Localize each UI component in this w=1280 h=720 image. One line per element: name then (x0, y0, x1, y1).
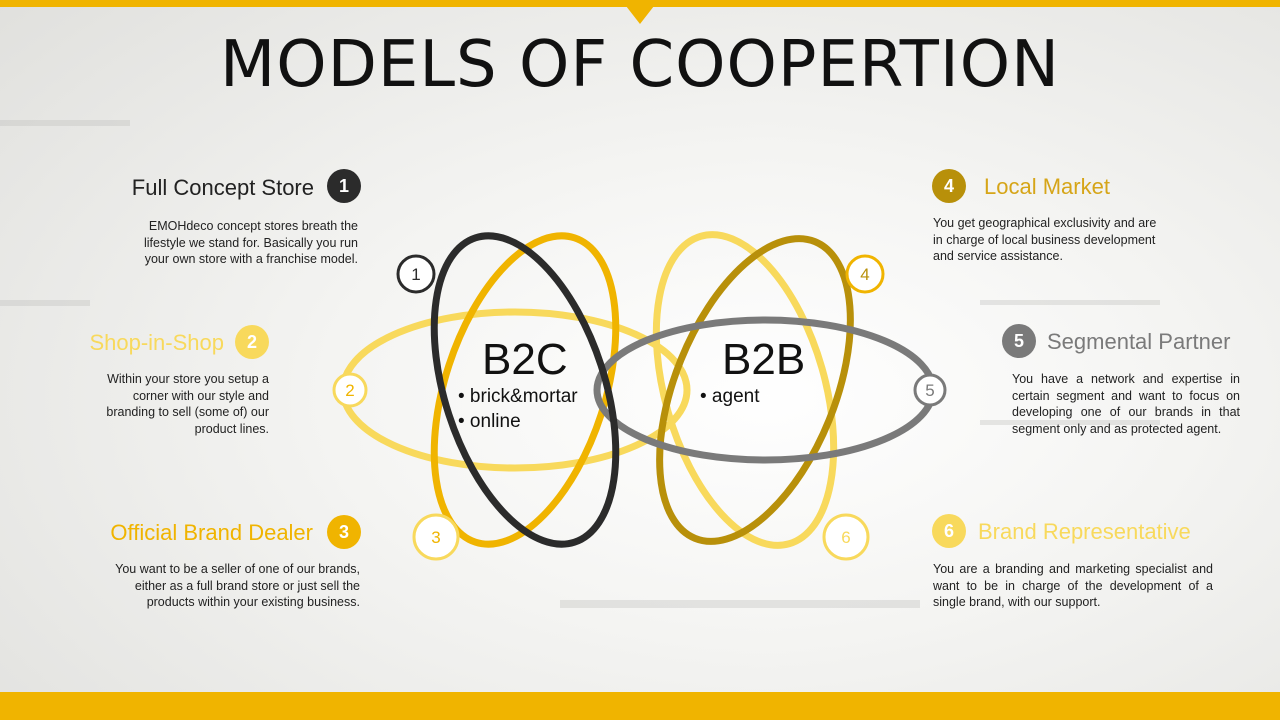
model-heading: Shop-in-Shop (89, 330, 224, 355)
model-number-badge: 4 (932, 169, 966, 203)
b2c-bullet: • online (458, 411, 521, 432)
marker-6-label: 6 (841, 528, 850, 547)
top-notch (626, 6, 654, 24)
b2c-bullet: • brick&mortar (458, 386, 578, 407)
model-heading: Full Concept Store (131, 175, 314, 200)
marker-2 (332, 372, 368, 408)
bottom-accent-bar (0, 692, 1280, 720)
b2b-label-group: B2B • agent (700, 336, 805, 409)
ellipse-3 (430, 232, 620, 548)
model-number-badge: 2 (235, 325, 269, 359)
marker-1 (396, 254, 436, 294)
ellipse-4 (656, 235, 854, 545)
b2c-title: B2C (482, 335, 568, 384)
model-heading: Brand Representative (978, 519, 1191, 544)
model-description: You are a branding and marketing special… (933, 562, 1213, 609)
marker-1-label: 1 (411, 265, 420, 284)
marker-5-label: 5 (925, 381, 934, 400)
model-description: EMOHdeco concept stores breath the lifes… (144, 219, 358, 266)
model-number-badge: 6 (932, 514, 966, 548)
b2b-title: B2B (722, 335, 806, 384)
model-heading: Local Market (984, 174, 1110, 199)
top-accent-bar (0, 0, 1280, 7)
platform-decoration (560, 600, 920, 608)
shelf-decoration (980, 420, 1160, 425)
marker-3-label: 3 (431, 528, 440, 547)
b2c-label-group: B2C • brick&mortar • online (458, 336, 578, 434)
model-heading: Segmental Partner (1047, 329, 1231, 354)
model-number-badge: 1 (327, 169, 361, 203)
marker-5 (913, 373, 947, 407)
marker-2-label: 2 (345, 381, 354, 400)
marker-4-label: 4 (860, 265, 869, 284)
model-number-badge: 5 (1002, 324, 1036, 358)
shelf-decoration (0, 300, 90, 306)
shelf-decoration (980, 300, 1160, 305)
marker-6 (822, 513, 870, 561)
marker-4 (845, 254, 885, 294)
model-description: Within your store you setup a corner wit… (106, 372, 269, 436)
marker-3 (412, 513, 460, 561)
model-description: You have a network and expertise in cert… (1012, 372, 1240, 436)
b2b-bullet: • agent (700, 386, 760, 407)
model-number-badge: 3 (327, 515, 361, 549)
shelf-decoration (0, 120, 130, 126)
model-description: You want to be a seller of one of our br… (115, 562, 360, 609)
ellipse-1 (430, 232, 620, 548)
page-title: MODELS OF COOPERTION (220, 28, 1060, 102)
model-heading: Official Brand Dealer (110, 520, 313, 545)
model-description: You get geographical exclusivity and are… (933, 216, 1157, 263)
